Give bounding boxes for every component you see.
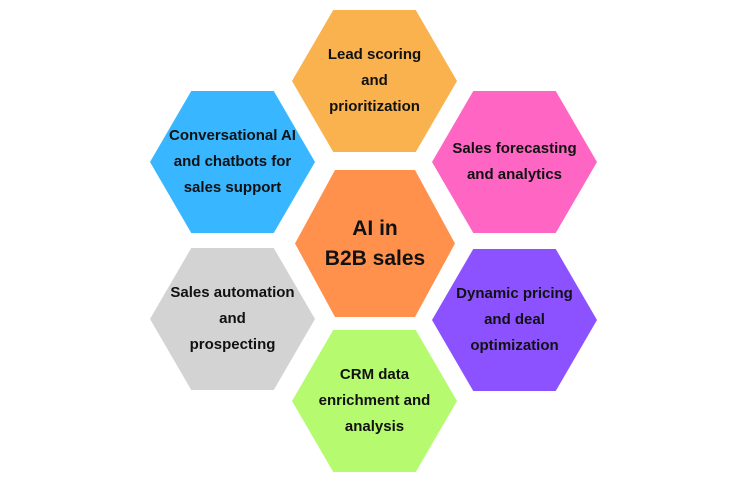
hexagon-lead-scoring: Lead scoring and prioritization bbox=[292, 10, 457, 152]
hexagon-conversational-ai-label: Conversational AI and chatbots for sales… bbox=[169, 127, 296, 196]
hexagon-sales-automation: Sales automation and prospecting bbox=[150, 248, 315, 390]
diagram-title: AI in B2B sales bbox=[324, 216, 426, 270]
hexagon-dynamic-pricing-label: Dynamic pricing and deal optimization bbox=[456, 285, 573, 354]
hexagon-dynamic-pricing: Dynamic pricing and deal optimization bbox=[432, 249, 597, 391]
hexagon-sales-forecasting: Sales forecasting and analytics bbox=[432, 91, 597, 233]
hexagon-crm-data: CRM data enrichment and analysis bbox=[292, 330, 457, 472]
hexagon-center-title: AI in B2B sales bbox=[295, 170, 455, 317]
hexagon-sales-automation-label: Sales automation and prospecting bbox=[170, 284, 295, 353]
hexagon-sales-forecasting-label: Sales forecasting and analytics bbox=[452, 140, 577, 183]
hexagon-conversational-ai: Conversational AI and chatbots for sales… bbox=[150, 91, 315, 233]
hexagon-lead-scoring-label: Lead scoring and prioritization bbox=[327, 46, 422, 115]
hexagon-crm-data-label: CRM data enrichment and analysis bbox=[318, 366, 431, 435]
